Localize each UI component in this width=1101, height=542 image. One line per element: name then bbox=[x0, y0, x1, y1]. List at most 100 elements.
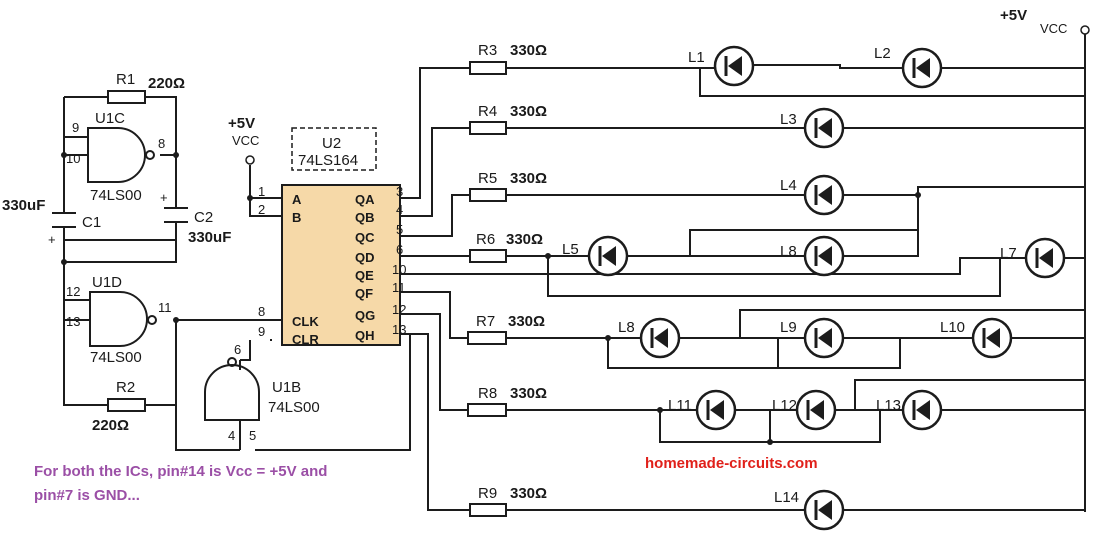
r6-ref: R6 bbox=[476, 231, 495, 248]
vcc-terminal-left bbox=[245, 155, 255, 165]
r6-value: 330Ω bbox=[506, 231, 543, 248]
led-label-l1: L1 bbox=[688, 49, 705, 66]
u1d-pin-13: 13 bbox=[66, 314, 80, 329]
led-l7: L7 bbox=[1000, 237, 1066, 279]
u2-pin-5: 5 bbox=[396, 222, 403, 237]
u1b-pin-6: 6 bbox=[234, 342, 241, 357]
vcc-left-label: +5V bbox=[228, 115, 255, 132]
led-l12: L12 bbox=[772, 389, 837, 431]
r2-ref: R2 bbox=[116, 379, 135, 396]
wiring bbox=[63, 30, 1086, 512]
u1c-ref: U1C bbox=[95, 110, 125, 127]
u1d-part: 74LS00 bbox=[90, 349, 142, 366]
u1c-pin-10: 10 bbox=[66, 151, 80, 166]
r9-value: 330Ω bbox=[510, 485, 547, 502]
u2-pin-12: 12 bbox=[392, 302, 406, 317]
r7-ref: R7 bbox=[476, 313, 495, 330]
led-l5: L5 bbox=[562, 235, 629, 277]
led-l1: L1 bbox=[688, 45, 755, 87]
r4-ref: R4 bbox=[478, 103, 497, 120]
led-l2: L2 bbox=[874, 45, 943, 89]
c2-polarity: + bbox=[160, 190, 168, 205]
u1d-ref: U1D bbox=[92, 274, 122, 291]
u2-pin-1-num: 1 bbox=[258, 184, 265, 199]
c1-value: 330uF bbox=[2, 197, 45, 214]
u2-qa: QA bbox=[355, 192, 375, 207]
nand-gates bbox=[87, 127, 260, 421]
r7-value: 330Ω bbox=[508, 313, 545, 330]
u2-pin-9-name: CLR bbox=[292, 332, 319, 347]
vcc-top-label: +5V bbox=[1000, 7, 1027, 24]
u2-pin-2-num: 2 bbox=[258, 202, 265, 217]
r4-value: 330Ω bbox=[510, 103, 547, 120]
u1b-pin-5: 5 bbox=[249, 428, 256, 443]
u2-pin-2-name: B bbox=[292, 210, 301, 225]
u2-pin-13: 13 bbox=[392, 322, 406, 337]
u1b-part: 74LS00 bbox=[268, 399, 320, 416]
r3-ref: R3 bbox=[478, 42, 497, 59]
u2-pin-6: 6 bbox=[396, 242, 403, 257]
vcc-left-vcc: VCC bbox=[232, 133, 259, 148]
u2-ref: U2 bbox=[322, 135, 341, 152]
note-line-1: For both the ICs, pin#14 is Vcc = +5V an… bbox=[34, 463, 327, 480]
u2-qb: QB bbox=[355, 210, 375, 225]
led-label-l9: L9 bbox=[780, 319, 797, 336]
vcc-top-vcc: VCC bbox=[1040, 21, 1067, 36]
r1-ref: R1 bbox=[116, 71, 135, 88]
u1c-pin-9: 9 bbox=[72, 120, 79, 135]
led-label-l7: L7 bbox=[1000, 245, 1017, 262]
u2-qd: QD bbox=[355, 250, 375, 265]
capacitors bbox=[52, 207, 188, 228]
u2-pin-8-num: 8 bbox=[258, 304, 265, 319]
r5-value: 330Ω bbox=[510, 170, 547, 187]
u1c-pin-8: 8 bbox=[158, 136, 165, 151]
r3-value: 330Ω bbox=[510, 42, 547, 59]
r9-ref: R9 bbox=[478, 485, 497, 502]
c2-value: 330uF bbox=[188, 229, 231, 246]
u2-label-box bbox=[291, 127, 377, 171]
u1d-pin-11: 11 bbox=[158, 300, 172, 315]
led-label-l12: L12 bbox=[772, 397, 797, 414]
r5-ref: R5 bbox=[478, 170, 497, 187]
led-l8: L8 bbox=[780, 235, 845, 277]
r8-value: 330Ω bbox=[510, 385, 547, 402]
website-label: homemade-circuits.com bbox=[645, 455, 818, 472]
u2-pin-10: 10 bbox=[392, 262, 406, 277]
resistors bbox=[107, 61, 507, 517]
led-l10: L10 bbox=[940, 317, 1013, 359]
led-label-l14: L14 bbox=[774, 489, 799, 506]
u2-pin-9-num: 9 bbox=[258, 324, 265, 339]
led-label-l4: L4 bbox=[780, 177, 797, 194]
led-label-l13: L13 bbox=[876, 397, 901, 414]
u2-part: 74LS164 bbox=[298, 152, 358, 169]
u2-pin-3: 3 bbox=[396, 184, 403, 199]
vcc-terminal-top bbox=[1080, 25, 1090, 35]
u2-pin-1-name: A bbox=[292, 192, 302, 207]
led-label-l5: L5 bbox=[562, 241, 579, 258]
u2-pin-11: 11 bbox=[392, 280, 406, 295]
r2-value: 220Ω bbox=[92, 417, 129, 434]
led-l13: L13 bbox=[876, 389, 943, 431]
led-l11: L11 bbox=[668, 389, 737, 431]
u2-qf: QF bbox=[355, 286, 373, 301]
led-label-l3: L3 bbox=[780, 111, 797, 128]
u2-pin-4: 4 bbox=[396, 202, 403, 217]
led-l8: L8 bbox=[618, 317, 681, 359]
u2-chip-body bbox=[281, 184, 401, 346]
c2-ref: C2 bbox=[194, 209, 213, 226]
u2-pin-8-name: CLK bbox=[292, 314, 319, 329]
led-label-l10: L10 bbox=[940, 319, 965, 336]
led-label-l11: L11 bbox=[668, 397, 692, 414]
c1-ref: C1 bbox=[82, 214, 101, 231]
note-line-2: pin#7 is GND... bbox=[34, 487, 140, 504]
r8-ref: R8 bbox=[478, 385, 497, 402]
led-label-l8: L8 bbox=[780, 243, 797, 260]
u1b-pin-4: 4 bbox=[228, 428, 235, 443]
led-l9: L9 bbox=[780, 317, 845, 359]
led-l3: L3 bbox=[780, 107, 845, 149]
u1b-ref: U1B bbox=[272, 379, 301, 396]
led-label-l2: L2 bbox=[874, 45, 891, 62]
u1c-part: 74LS00 bbox=[90, 187, 142, 204]
